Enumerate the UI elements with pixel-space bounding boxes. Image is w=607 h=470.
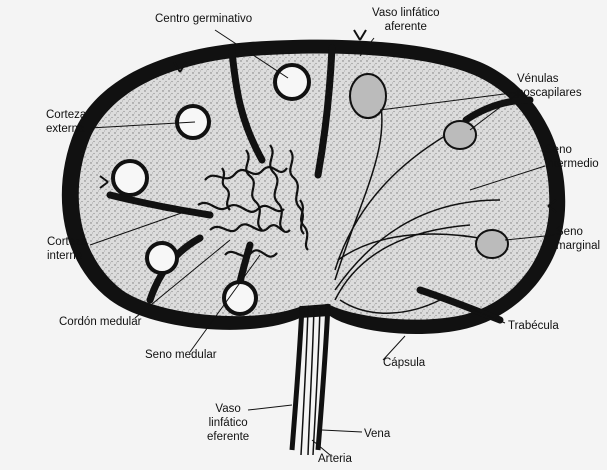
label-vaso-eferente-line3: eferente: [207, 430, 249, 444]
label-capsula: Cápsula: [383, 356, 425, 370]
label-seno-marginal-line1: Seno: [556, 225, 600, 239]
label-vaso-eferente-line2: linfático: [207, 416, 249, 430]
label-vena: Vena: [364, 427, 390, 441]
label-vaso-aferente-line1: Vaso linfático: [372, 6, 440, 20]
label-vaso-eferente-line1: Vaso: [207, 402, 249, 416]
label-vaso-aferente: Vaso linfático aferente: [372, 6, 440, 34]
label-vaso-eferente: Vaso linfático eferente: [207, 402, 249, 444]
label-corteza-externa-line1: Corteza: [46, 108, 86, 122]
label-centro-germinativo: Centro germinativo: [155, 12, 252, 26]
label-corteza-interna: Corteza interna: [47, 235, 87, 263]
label-corteza-externa: Corteza externa: [46, 108, 86, 136]
label-vaso-aferente-line2: aferente: [372, 20, 440, 34]
label-seno-intermedio: Seno intermedio: [545, 143, 599, 171]
label-seno-medular: Seno medular: [145, 348, 217, 362]
cortex: [79, 54, 550, 320]
label-seno-marginal: Seno marginal: [556, 225, 600, 253]
label-seno-intermedio-line2: intermedio: [545, 157, 599, 171]
label-seno-marginal-line2: marginal: [556, 239, 600, 253]
label-seno-intermedio-line1: Seno: [545, 143, 599, 157]
label-venulas-line2: poscapilares: [517, 86, 582, 100]
label-trabecula: Trabécula: [508, 319, 559, 333]
label-venulas-line1: Vénulas: [517, 72, 582, 86]
label-arteria: Arteria: [318, 452, 352, 466]
label-cordon-medular: Cordón medular: [59, 315, 141, 329]
label-corteza-interna-line1: Corteza: [47, 235, 87, 249]
label-venulas: Vénulas poscapilares: [517, 72, 582, 100]
label-corteza-interna-line2: interna: [47, 249, 87, 263]
label-corteza-externa-line2: externa: [46, 122, 86, 136]
